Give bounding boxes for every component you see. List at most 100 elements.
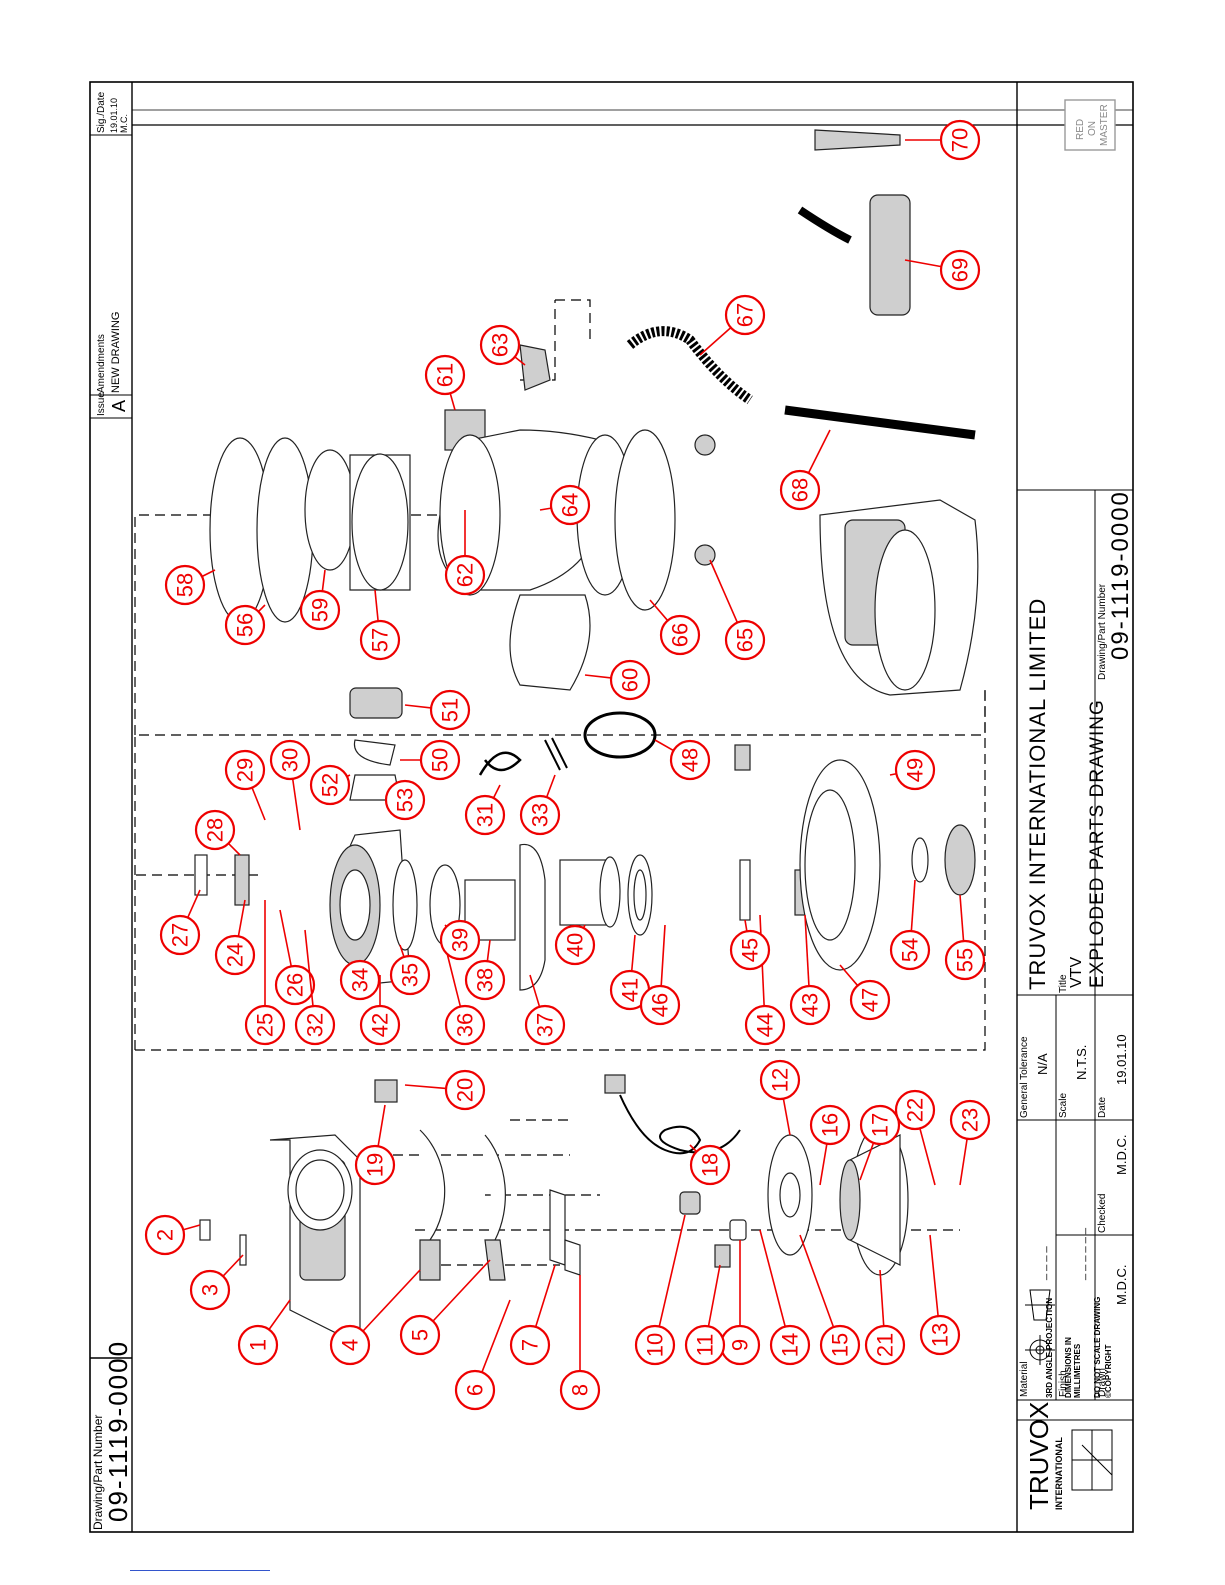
part-67-shape <box>626 326 753 405</box>
part-2-shape <box>199 1219 211 1241</box>
callout-circle-30 <box>269 739 311 781</box>
callout-42: 42 <box>359 975 401 1046</box>
callout-circle-57 <box>359 619 401 661</box>
callout-circle-43 <box>789 984 831 1026</box>
callout-leader-4 <box>362 1269 421 1332</box>
callout-label-23: 23 <box>958 1108 983 1132</box>
callout-circle-35 <box>389 954 431 996</box>
callout-label-57: 57 <box>368 628 393 652</box>
part-65-shape <box>694 544 716 566</box>
callout-2: 2 <box>144 1214 201 1256</box>
callout-47: 47 <box>839 964 891 1021</box>
callout-label-49: 49 <box>903 758 928 782</box>
callout-circle-26 <box>274 964 316 1006</box>
callout-leader-64 <box>539 507 552 511</box>
callout-37: 37 <box>524 974 566 1046</box>
callout-circle-18 <box>689 1144 731 1186</box>
callout-circle-52 <box>309 764 351 806</box>
callout-leader-43 <box>804 914 810 987</box>
callout-circle-48 <box>669 739 711 781</box>
callout-label-44: 44 <box>753 1013 778 1037</box>
sig-date-value: 19.01.10 <box>109 98 119 133</box>
callout-label-31: 31 <box>473 803 498 827</box>
callout-label-69: 69 <box>948 258 973 282</box>
callout-circle-21 <box>864 1324 906 1366</box>
callout-leader-10 <box>658 1214 686 1327</box>
callout-leader-35 <box>399 944 405 958</box>
material-value: _ _ _ _ <box>1036 1245 1048 1281</box>
callout-leader-66 <box>649 599 669 622</box>
callout-label-9: 9 <box>728 1339 753 1351</box>
finish-value: _ _ _ _ _ _ <box>1075 1227 1087 1281</box>
part-50-shape <box>353 739 396 766</box>
callout-leader-3 <box>222 1254 244 1277</box>
callout-leader-27 <box>186 889 201 918</box>
callout-label-34: 34 <box>348 968 373 992</box>
logo-sub: INTERNATIONAL <box>1054 1437 1064 1510</box>
callout-circle-64 <box>549 484 591 526</box>
callout-leader-47 <box>839 964 859 987</box>
callout-1: 1 <box>237 1299 291 1366</box>
callout-45: 45 <box>729 919 771 971</box>
issue-value: A <box>109 400 129 412</box>
callout-39: 39 <box>439 919 481 961</box>
callout-label-6: 6 <box>463 1384 488 1396</box>
callout-44: 44 <box>744 914 786 1046</box>
scale-label: Scale <box>1058 1093 1069 1118</box>
callout-leader-28 <box>227 842 241 856</box>
callout-label-39: 39 <box>448 928 473 952</box>
dimensions-label-1: DIMENSIONS IN <box>1064 1337 1073 1398</box>
part-10-shape <box>679 1191 701 1215</box>
callout-21: 21 <box>864 1269 906 1366</box>
callout-label-37: 37 <box>533 1013 558 1037</box>
callout-label-35: 35 <box>398 963 423 987</box>
callout-circle-36 <box>444 1004 486 1046</box>
callout-35: 35 <box>389 944 431 996</box>
callout-label-40: 40 <box>563 933 588 957</box>
callout-circle-69 <box>939 249 981 291</box>
part-55-shape <box>944 824 976 896</box>
drawn-value: M.D.C. <box>1114 1265 1129 1305</box>
callout-label-36: 36 <box>453 1013 478 1037</box>
callout-circle-27 <box>159 914 201 956</box>
title-line-1: VTV <box>1068 957 1085 988</box>
part-56-shape <box>256 437 314 623</box>
callout-33: 33 <box>519 774 561 836</box>
part-54-shape <box>911 837 929 883</box>
callout-circle-25 <box>244 1004 286 1046</box>
callout-label-16: 16 <box>818 1113 843 1137</box>
base-cone <box>839 1124 909 1276</box>
callout-49: 49 <box>889 749 936 791</box>
stamp-line-3: MASTER <box>1099 104 1110 146</box>
callout-circle-14 <box>769 1324 811 1366</box>
callout-54: 54 <box>889 879 931 971</box>
callout-leader-54 <box>910 879 916 932</box>
callout-label-70: 70 <box>948 128 973 152</box>
stamp-line-2: ON <box>1087 121 1098 136</box>
callout-leader-23 <box>959 1138 968 1186</box>
part-4-arc <box>419 1129 446 1241</box>
callout-circle-47 <box>849 979 891 1021</box>
callout-leader-6 <box>481 1299 511 1373</box>
footer-link-underline <box>130 1570 270 1571</box>
checked-label: Checked <box>1097 1194 1108 1233</box>
part-44-shape <box>734 744 751 771</box>
callout-label-63: 63 <box>488 333 513 357</box>
callout-circle-1 <box>237 1324 279 1366</box>
callout-leader-59 <box>321 569 326 592</box>
callout-label-2: 2 <box>153 1229 178 1241</box>
callout-label-42: 42 <box>368 1013 393 1037</box>
callout-label-62: 62 <box>453 563 478 587</box>
part-51-shape <box>349 687 403 719</box>
callout-leader-31 <box>492 784 501 799</box>
callout-label-4: 4 <box>338 1339 363 1351</box>
callout-leader-2 <box>183 1224 201 1231</box>
callout-label-65: 65 <box>733 628 758 652</box>
callout-53: 53 <box>384 779 426 821</box>
callout-7: 7 <box>509 1264 556 1366</box>
dimensions-label-2: MILLIMETRES <box>1073 1343 1082 1398</box>
callout-64: 64 <box>539 484 591 526</box>
callout-circle-22 <box>894 1089 936 1131</box>
callout-leader-58 <box>201 569 216 578</box>
